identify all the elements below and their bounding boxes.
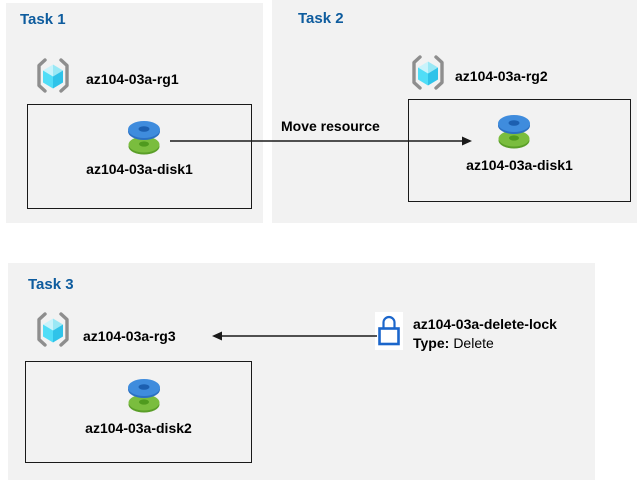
lock-icon bbox=[375, 312, 403, 350]
resource-group-label: az104-03a-rg3 bbox=[83, 328, 176, 344]
resource-box: az104-03a-disk1 bbox=[408, 99, 631, 202]
task1-panel: Task 1 az104-03a-rg1 az104-03a-disk1 bbox=[6, 3, 263, 223]
resource-group-label: az104-03a-rg2 bbox=[455, 68, 548, 84]
task3-panel: Task 3 az104-03a-rg3 az104-03a-disk2 az1… bbox=[8, 263, 595, 480]
lock-type-value: Delete bbox=[453, 335, 494, 351]
lock-type-line: Type:Delete bbox=[413, 334, 557, 353]
lock-name: az104-03a-delete-lock bbox=[413, 316, 557, 332]
disk-label: az104-03a-disk2 bbox=[85, 420, 192, 436]
resource-box: az104-03a-disk2 bbox=[25, 361, 252, 463]
task3-title: Task 3 bbox=[28, 276, 74, 293]
resource-group-icon bbox=[37, 312, 69, 347]
lock-type-label: Type: bbox=[413, 335, 450, 351]
move-resource-label: Move resource bbox=[281, 118, 380, 134]
lock-annotation: az104-03a-delete-lock Type:Delete bbox=[413, 315, 557, 353]
task2-panel: Task 2 az104-03a-rg2 az104-03a-disk1 bbox=[272, 0, 637, 223]
move-resource-arrow bbox=[170, 136, 472, 146]
task1-title: Task 1 bbox=[20, 11, 66, 28]
resource-group-icon bbox=[37, 58, 69, 93]
disk-icon bbox=[128, 379, 160, 413]
disk-icon bbox=[498, 115, 530, 149]
delete-lock-arrow bbox=[212, 331, 377, 341]
disk-label: az104-03a-disk1 bbox=[86, 161, 193, 177]
resource-group-label: az104-03a-rg1 bbox=[86, 71, 179, 87]
resource-group-icon bbox=[412, 55, 444, 90]
disk-label: az104-03a-disk1 bbox=[466, 157, 573, 173]
task2-title: Task 2 bbox=[298, 10, 344, 27]
disk-icon bbox=[128, 121, 160, 155]
resource-box: az104-03a-disk1 bbox=[27, 104, 252, 209]
